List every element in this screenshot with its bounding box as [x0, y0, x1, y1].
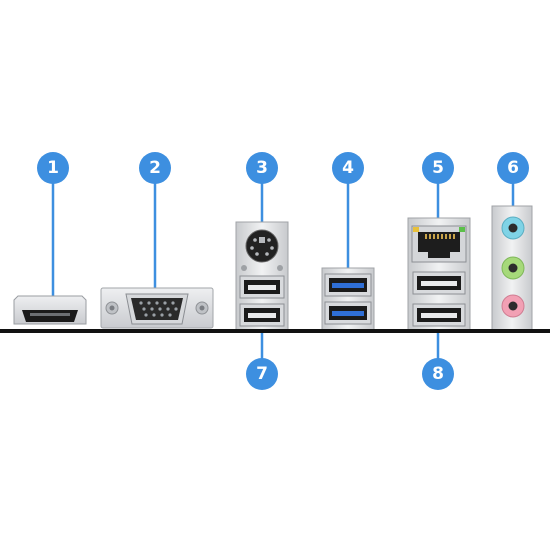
- callout-badge-1-label: 1: [47, 158, 59, 178]
- callout-badge-7: 7: [246, 358, 278, 390]
- callout-badges: 1 2 3 4 5 6 7 8: [37, 152, 529, 390]
- usb2-ports-right: [412, 271, 466, 327]
- callout-badge-6: 6: [497, 152, 529, 184]
- lan-usb-stack: [407, 217, 471, 331]
- callout-badge-5-label: 5: [432, 158, 444, 178]
- audio-jack-mic: [501, 294, 525, 318]
- callout-badge-4-label: 4: [342, 158, 354, 178]
- audio-jack-line-in: [501, 216, 525, 240]
- ps2-port: [241, 229, 283, 271]
- callout-badge-6-label: 6: [507, 158, 519, 178]
- callout-badge-2-label: 2: [149, 158, 161, 178]
- callout-badge-8: 8: [422, 358, 454, 390]
- callout-badge-8-label: 8: [432, 364, 444, 384]
- callout-badge-5: 5: [422, 152, 454, 184]
- callout-badge-3-label: 3: [256, 158, 268, 178]
- audio-jack-line-out: [501, 256, 525, 280]
- callout-badge-4: 4: [332, 152, 364, 184]
- callout-badge-7-label: 7: [256, 364, 268, 384]
- callout-badge-1: 1: [37, 152, 69, 184]
- lan-port: [411, 225, 467, 263]
- ps2-usb-stack: [235, 221, 289, 331]
- callout-badge-3: 3: [246, 152, 278, 184]
- board-edge-line: [0, 329, 550, 333]
- audio-jacks: [491, 205, 533, 331]
- hdmi-port: [13, 295, 87, 325]
- usb3-ports: [321, 267, 375, 331]
- callout-badge-2: 2: [139, 152, 171, 184]
- usb2-ports-left: [239, 275, 285, 327]
- vga-port: [100, 287, 214, 329]
